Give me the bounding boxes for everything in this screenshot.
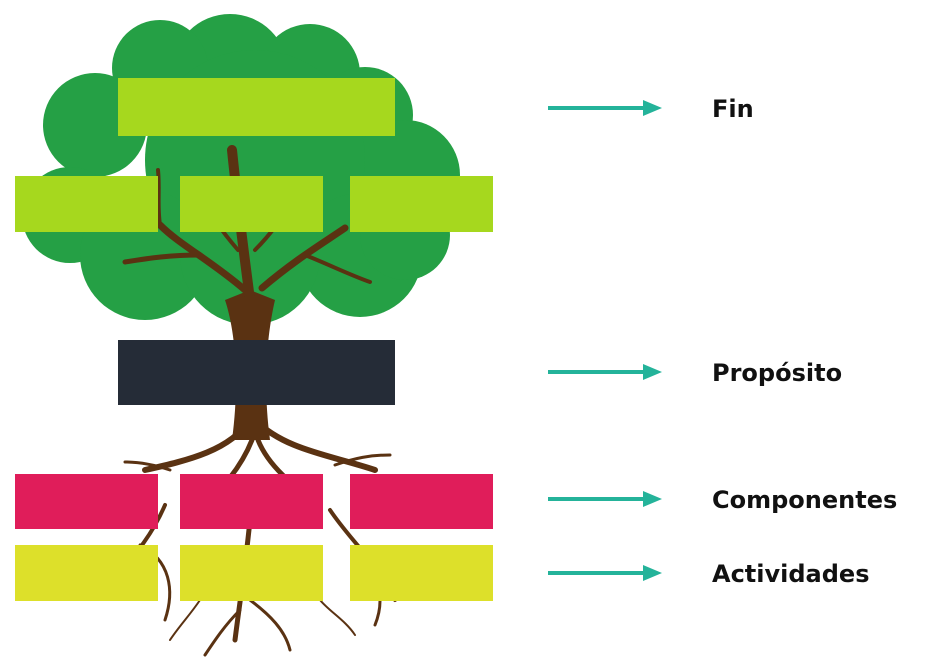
fin-box	[118, 78, 395, 136]
arrow-right-icon	[548, 100, 662, 116]
actividad-box-center	[180, 545, 323, 601]
label-proposito: Propósito	[712, 359, 842, 387]
arrows	[548, 100, 662, 581]
componente-box-left	[15, 474, 158, 529]
tree-roots	[103, 417, 397, 657]
proposito-box	[118, 340, 395, 405]
fin-sub-box-right	[350, 176, 493, 232]
actividad-box-right	[350, 545, 493, 601]
label-fin: Fin	[712, 95, 754, 123]
arrow-right-icon	[548, 364, 662, 380]
arrow-right-icon	[548, 491, 662, 507]
actividades-boxes	[15, 545, 493, 601]
fin-sub-box-center	[180, 176, 323, 232]
actividad-box-left	[15, 545, 158, 601]
componente-box-center	[180, 474, 323, 529]
fin-sub-box-left	[15, 176, 158, 232]
arrow-right-icon	[548, 565, 662, 581]
label-actividades: Actividades	[712, 560, 870, 588]
componentes-boxes	[15, 474, 493, 529]
fin-sub-boxes	[15, 176, 493, 232]
label-componentes: Componentes	[712, 486, 897, 514]
componente-box-right	[350, 474, 493, 529]
tree-canopy	[22, 14, 460, 325]
tree-branches	[122, 145, 372, 305]
